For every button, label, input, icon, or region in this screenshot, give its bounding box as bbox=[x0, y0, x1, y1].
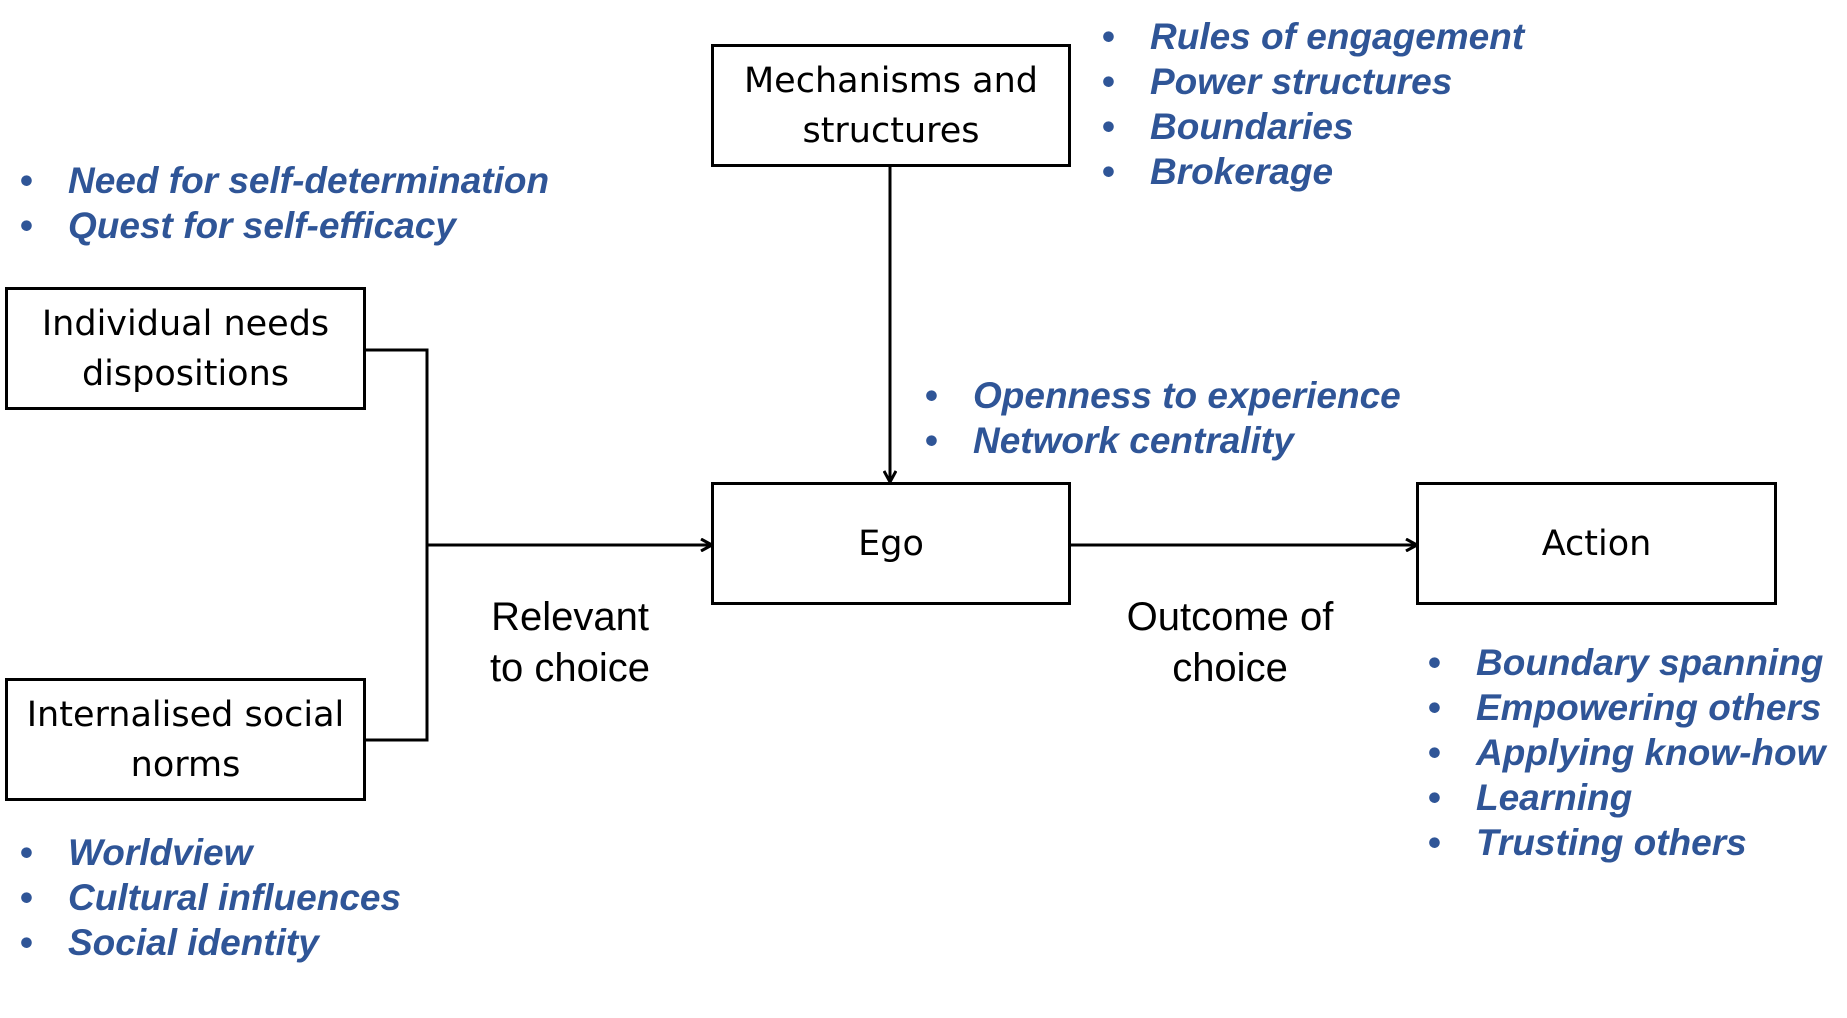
bullet-item: • Power structures bbox=[1102, 59, 1524, 104]
bullet-text: Rules of engagement bbox=[1150, 16, 1525, 57]
bullet-text: Openness to experience bbox=[973, 375, 1401, 416]
relevant-to-choice-label: Relevant to choice bbox=[445, 592, 695, 694]
relevant-line-1: Relevant bbox=[491, 595, 649, 639]
bullet-icon: • bbox=[1102, 16, 1115, 57]
bullet-text: Empowering others bbox=[1476, 687, 1822, 728]
bullet-icon: • bbox=[1428, 687, 1441, 728]
bullet-text: Brokerage bbox=[1150, 151, 1334, 192]
ego-box: Ego bbox=[711, 482, 1071, 605]
internalised-box-line-1: Internalised social bbox=[26, 694, 345, 735]
bullet-icon: • bbox=[1102, 61, 1115, 102]
ego-bullet-list: • Openness to experience • Network central… bbox=[925, 373, 1401, 463]
action-bullet-list: • Boundary spanning • Empowering others • A… bbox=[1428, 640, 1825, 865]
bullet-text: Network centrality bbox=[973, 420, 1294, 461]
bullet-item: • Trusting others bbox=[1428, 820, 1825, 865]
bullet-item: • Empowering others bbox=[1428, 685, 1825, 730]
mechanisms-box-line-2: structures bbox=[802, 110, 980, 151]
bullet-icon: • bbox=[20, 922, 33, 963]
bullet-text: Boundary spanning bbox=[1476, 642, 1824, 683]
internalised-bullet-list: • Worldview • Cultural influences • Social … bbox=[20, 830, 401, 965]
bullet-item: • Need for self-determination bbox=[20, 158, 549, 203]
bullet-text: Trusting others bbox=[1476, 822, 1747, 863]
bullet-icon: • bbox=[1428, 732, 1441, 773]
bullet-icon: • bbox=[20, 160, 33, 201]
bullet-icon: • bbox=[20, 205, 33, 246]
bullet-text: Power structures bbox=[1150, 61, 1453, 102]
bullet-icon: • bbox=[1428, 777, 1441, 818]
bullet-item: • Worldview bbox=[20, 830, 401, 875]
bullet-item: • Boundaries bbox=[1102, 104, 1524, 149]
bullet-item: • Openness to experience bbox=[925, 373, 1401, 418]
bullet-text: Quest for self-efficacy bbox=[68, 205, 456, 246]
bullet-item: • Cultural influences bbox=[20, 875, 401, 920]
bullet-item: • Applying know-how bbox=[1428, 730, 1825, 775]
bullet-icon: • bbox=[20, 877, 33, 918]
bullet-icon: • bbox=[1102, 151, 1115, 192]
bullet-text: Applying know-how bbox=[1476, 732, 1826, 773]
bullet-item: • Boundary spanning bbox=[1428, 640, 1825, 685]
outcome-line-1: Outcome of bbox=[1126, 595, 1334, 639]
mechanisms-structures-box: Mechanisms and structures bbox=[711, 44, 1071, 167]
mechanisms-box-line-1: Mechanisms and bbox=[743, 60, 1039, 101]
bullet-item: • Brokerage bbox=[1102, 149, 1524, 194]
bullet-item: • Network centrality bbox=[925, 418, 1401, 463]
action-box: Action bbox=[1416, 482, 1777, 605]
bullet-icon: • bbox=[1102, 106, 1115, 147]
outcome-of-choice-label: Outcome of choice bbox=[1100, 592, 1360, 694]
bullet-text: Worldview bbox=[68, 832, 253, 873]
mechanisms-bullet-list: • Rules of engagement • Power structures •… bbox=[1102, 14, 1524, 194]
bullet-text: Social identity bbox=[68, 922, 319, 963]
bullet-item: • Rules of engagement bbox=[1102, 14, 1524, 59]
outcome-line-2: choice bbox=[1172, 646, 1288, 690]
internalised-norms-box: Internalised social norms bbox=[5, 678, 366, 801]
bullet-text: Cultural influences bbox=[68, 877, 402, 918]
bullet-icon: • bbox=[925, 420, 938, 461]
internalised-box-line-2: norms bbox=[130, 744, 241, 785]
individual-needs-box: Individual needs dispositions bbox=[5, 287, 366, 410]
bullet-icon: • bbox=[20, 832, 33, 873]
individual-box-line-1: Individual needs bbox=[41, 303, 330, 344]
individual-box-line-2: dispositions bbox=[81, 353, 290, 394]
bullet-icon: • bbox=[925, 375, 938, 416]
bullet-text: Learning bbox=[1476, 777, 1633, 818]
individual-bullet-list: • Need for self-determination • Quest for … bbox=[20, 158, 549, 248]
bullet-item: • Quest for self-efficacy bbox=[20, 203, 549, 248]
relevant-line-2: to choice bbox=[489, 646, 651, 690]
bullet-text: Need for self-determination bbox=[68, 160, 550, 201]
bracket-connector bbox=[365, 348, 429, 742]
action-box-label: Action bbox=[1541, 523, 1652, 564]
bullet-text: Boundaries bbox=[1150, 106, 1354, 147]
bullet-icon: • bbox=[1428, 822, 1441, 863]
bullet-item: • Social identity bbox=[20, 920, 401, 965]
bullet-item: • Learning bbox=[1428, 775, 1825, 820]
bullet-icon: • bbox=[1428, 642, 1441, 683]
ego-box-label: Ego bbox=[858, 523, 924, 564]
